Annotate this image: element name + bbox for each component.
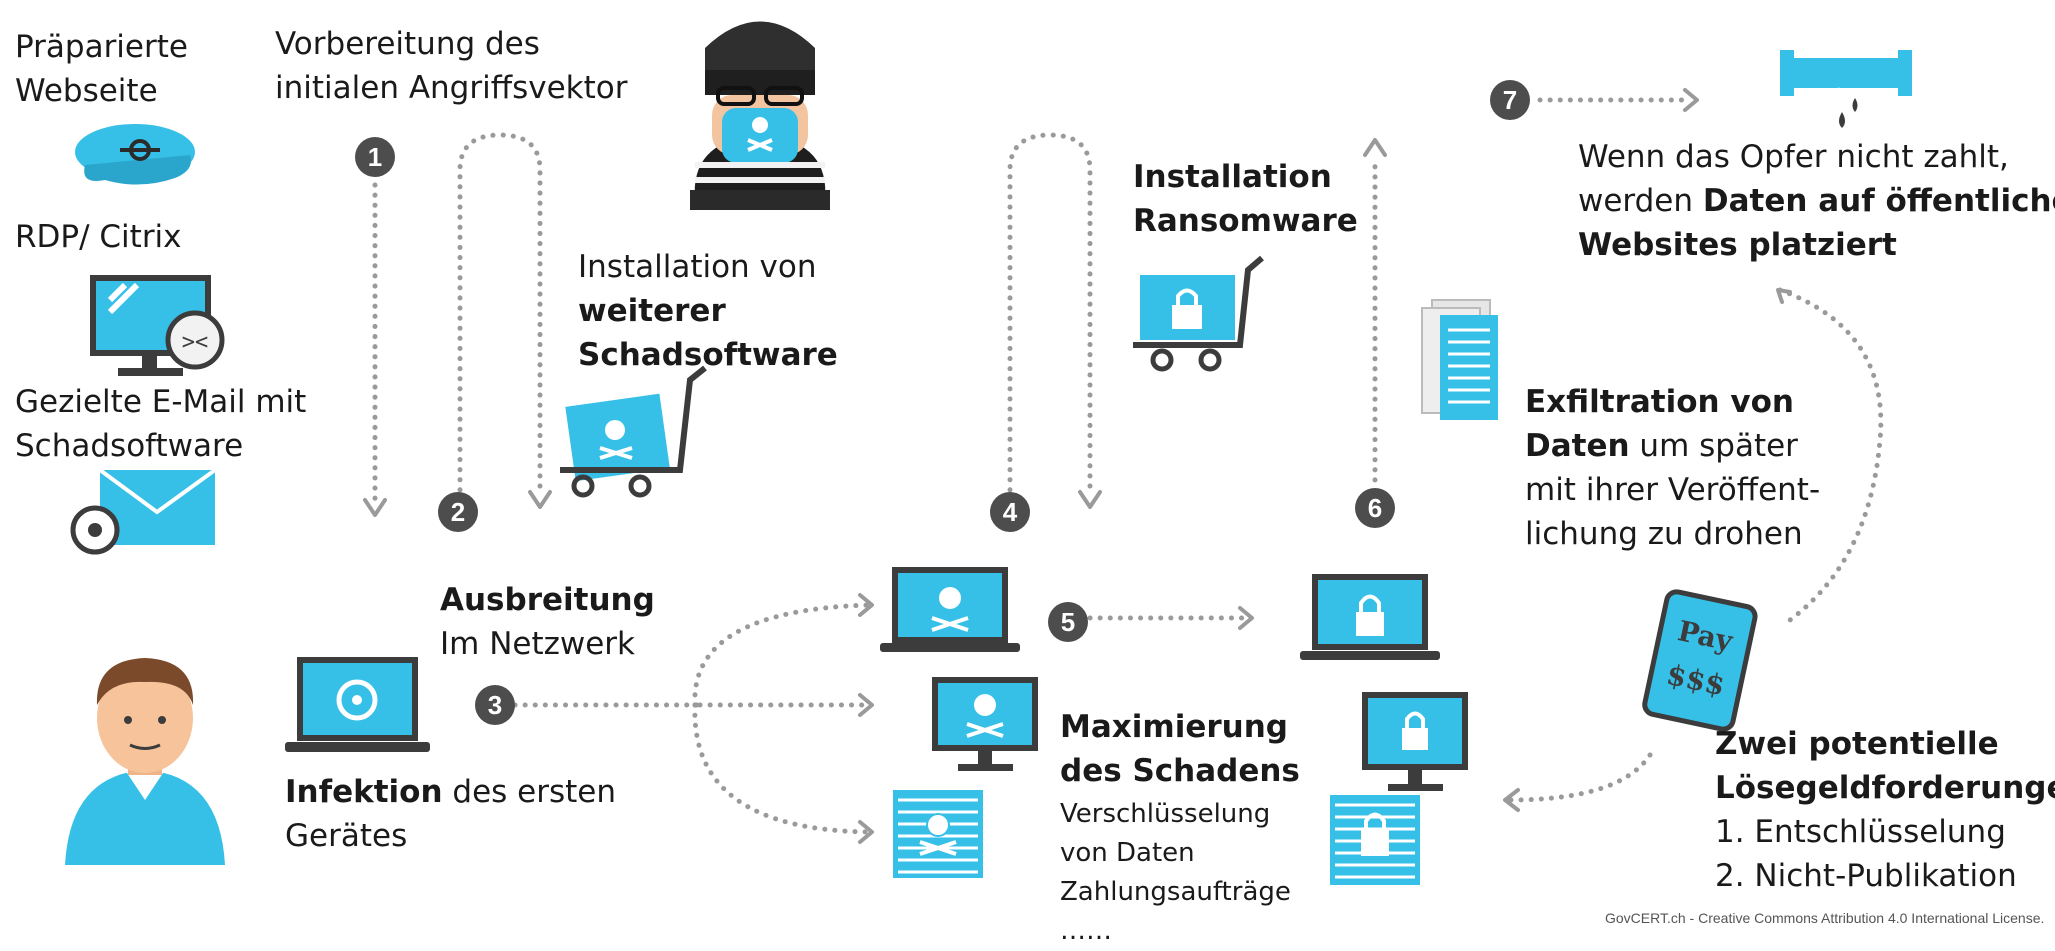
infection-label: Infektion des ersten Gerätes <box>285 774 616 854</box>
badge-5: 5 <box>1048 602 1088 642</box>
svg-text:2: 2 <box>451 497 465 527</box>
ransomware-cart-icon <box>1133 255 1264 372</box>
svg-text:3: 3 <box>488 690 502 720</box>
step2-label: Installation von weiterer Schadsoftware <box>578 249 838 373</box>
rdp-label: RDP/ Citrix <box>15 219 182 255</box>
badge-2: 2 <box>438 492 478 532</box>
infected-monitor-skull-icon <box>932 677 1038 771</box>
badge-1: 1 <box>355 137 395 177</box>
malware-cart-icon <box>560 365 707 498</box>
hacker-icon <box>690 21 830 210</box>
website-puddle-icon <box>75 124 195 185</box>
svg-text:5: 5 <box>1061 607 1075 637</box>
infected-laptop-icon <box>285 657 430 752</box>
locked-laptop-icon <box>1300 574 1440 660</box>
credit-line-1: GovCERT.ch - Creative Commons Attributio… <box>1605 910 2045 926</box>
svg-text:1: 1 <box>368 142 382 172</box>
svg-text:4: 4 <box>1003 497 1018 527</box>
svg-text:6: 6 <box>1368 493 1382 523</box>
ransom-label: Zwei potentielle Lösegeldforderungen 1. … <box>1715 726 2055 894</box>
badge-7: 7 <box>1490 80 1530 120</box>
arrow-step2-loop <box>457 132 543 503</box>
malicious-email-icon <box>70 468 217 555</box>
infected-laptop-skull-icon <box>880 567 1020 652</box>
badge-4: 4 <box>990 492 1030 532</box>
badge-6: 6 <box>1355 488 1395 528</box>
svg-text:7: 7 <box>1503 85 1517 115</box>
exfiltrated-documents-icon <box>1421 299 1498 420</box>
arrow-step4-loop <box>1007 132 1093 503</box>
step6-label: Exfiltration von Daten um später mit ihr… <box>1525 384 1821 552</box>
leaking-pipe-icon <box>1780 50 1912 128</box>
svg-text:><: >< <box>182 330 209 355</box>
step7-label: Wenn das Opfer nicht zahlt, werden Daten… <box>1578 139 2055 263</box>
pay-tablet-icon: Pay $$$ <box>1642 589 1758 732</box>
step5-details: Verschlüsselung von Daten Zahlungsaufträ… <box>1060 799 1291 946</box>
badge-3: 3 <box>475 685 515 725</box>
rdp-monitor-icon: >< <box>90 275 225 376</box>
step3-label: Ausbreitung Im Netzwerk <box>440 582 655 662</box>
victim-person-icon <box>65 658 225 865</box>
locked-document-icon <box>1330 795 1420 885</box>
flow-arrows <box>363 88 1884 844</box>
attack-diagram: 1 2 3 4 5 6 7 >< <box>65 21 1912 885</box>
infected-document-skull-icon <box>893 790 983 878</box>
locked-monitor-icon <box>1362 692 1468 791</box>
